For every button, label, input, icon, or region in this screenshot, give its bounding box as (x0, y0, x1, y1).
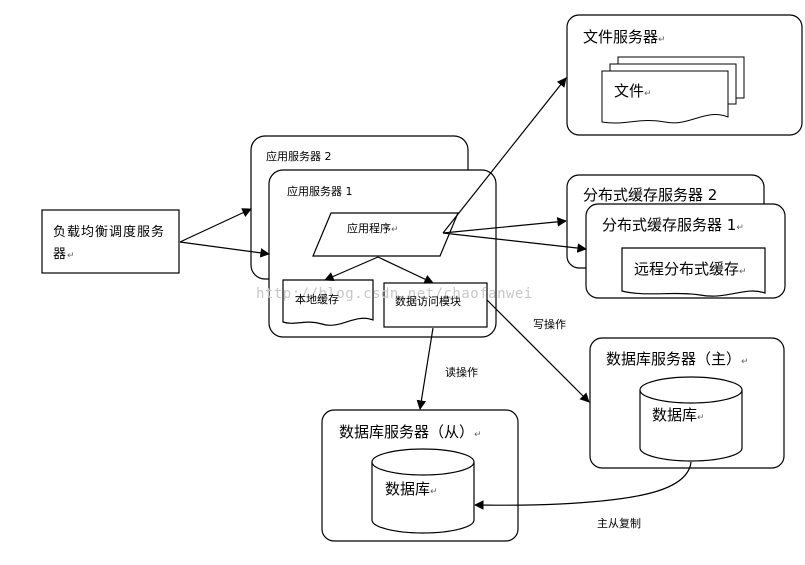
write-label: 写操作 (533, 318, 566, 331)
app-program-shape (312, 212, 459, 257)
file-server-label: 文件服务器↵ (583, 28, 666, 46)
arrow-app-to-cache2 (442, 217, 567, 234)
db-master-cylinder (639, 376, 743, 462)
remote-cache-shape (621, 247, 766, 297)
app-program-label: 应用程序↵ (347, 222, 399, 235)
load-balancer-label: 负载均衡调度服务器↵ (53, 225, 166, 262)
watermark-text: http://blog.csdn.net/chaofanwei (256, 286, 533, 302)
arrow-app-to-cache1 (442, 232, 587, 253)
file-label: 文件↵ (614, 82, 652, 100)
file-document-stack (601, 56, 745, 124)
connection-arrows (179, 77, 692, 510)
dist-cache-1-label: 分布式缓存服务器 1↵ (602, 216, 744, 234)
read-label: 读操作 (445, 366, 478, 379)
arrow-lb-to-app2 (179, 208, 252, 243)
db-master-store-label: 数据库↵ (652, 406, 705, 424)
data-access-box (383, 282, 488, 328)
db-master-label: 数据库服务器（主）↵ (606, 350, 749, 368)
arrow-lb-to-app1 (179, 241, 270, 258)
arrow-app-to-file (442, 77, 567, 234)
arrow-replication (474, 461, 692, 510)
arrow-app-to-data-access (377, 256, 434, 284)
load-balancer-box (41, 209, 180, 274)
arrow-write (486, 299, 590, 403)
remote-cache-label: 远程分布式缓存↵ (634, 260, 747, 278)
data-access-label: 数据访问模块 (395, 295, 461, 308)
db-slave-label: 数据库服务器（从）↵ (339, 423, 482, 441)
db-slave-cylinder (371, 448, 475, 534)
db-slave-store-label: 数据库↵ (385, 480, 438, 498)
dist-cache-2-label: 分布式缓存服务器 2 (583, 186, 718, 204)
local-cache-label: 本地缓存 (295, 293, 339, 306)
app-server-2-label: 应用服务器 2 (266, 150, 332, 163)
arrow-read (416, 327, 434, 410)
replication-label: 主从复制 (597, 517, 641, 530)
arrow-app-to-local-cache (324, 256, 379, 281)
app-server-1-label: 应用服务器 1 (287, 185, 353, 198)
local-cache-shape (282, 279, 374, 326)
